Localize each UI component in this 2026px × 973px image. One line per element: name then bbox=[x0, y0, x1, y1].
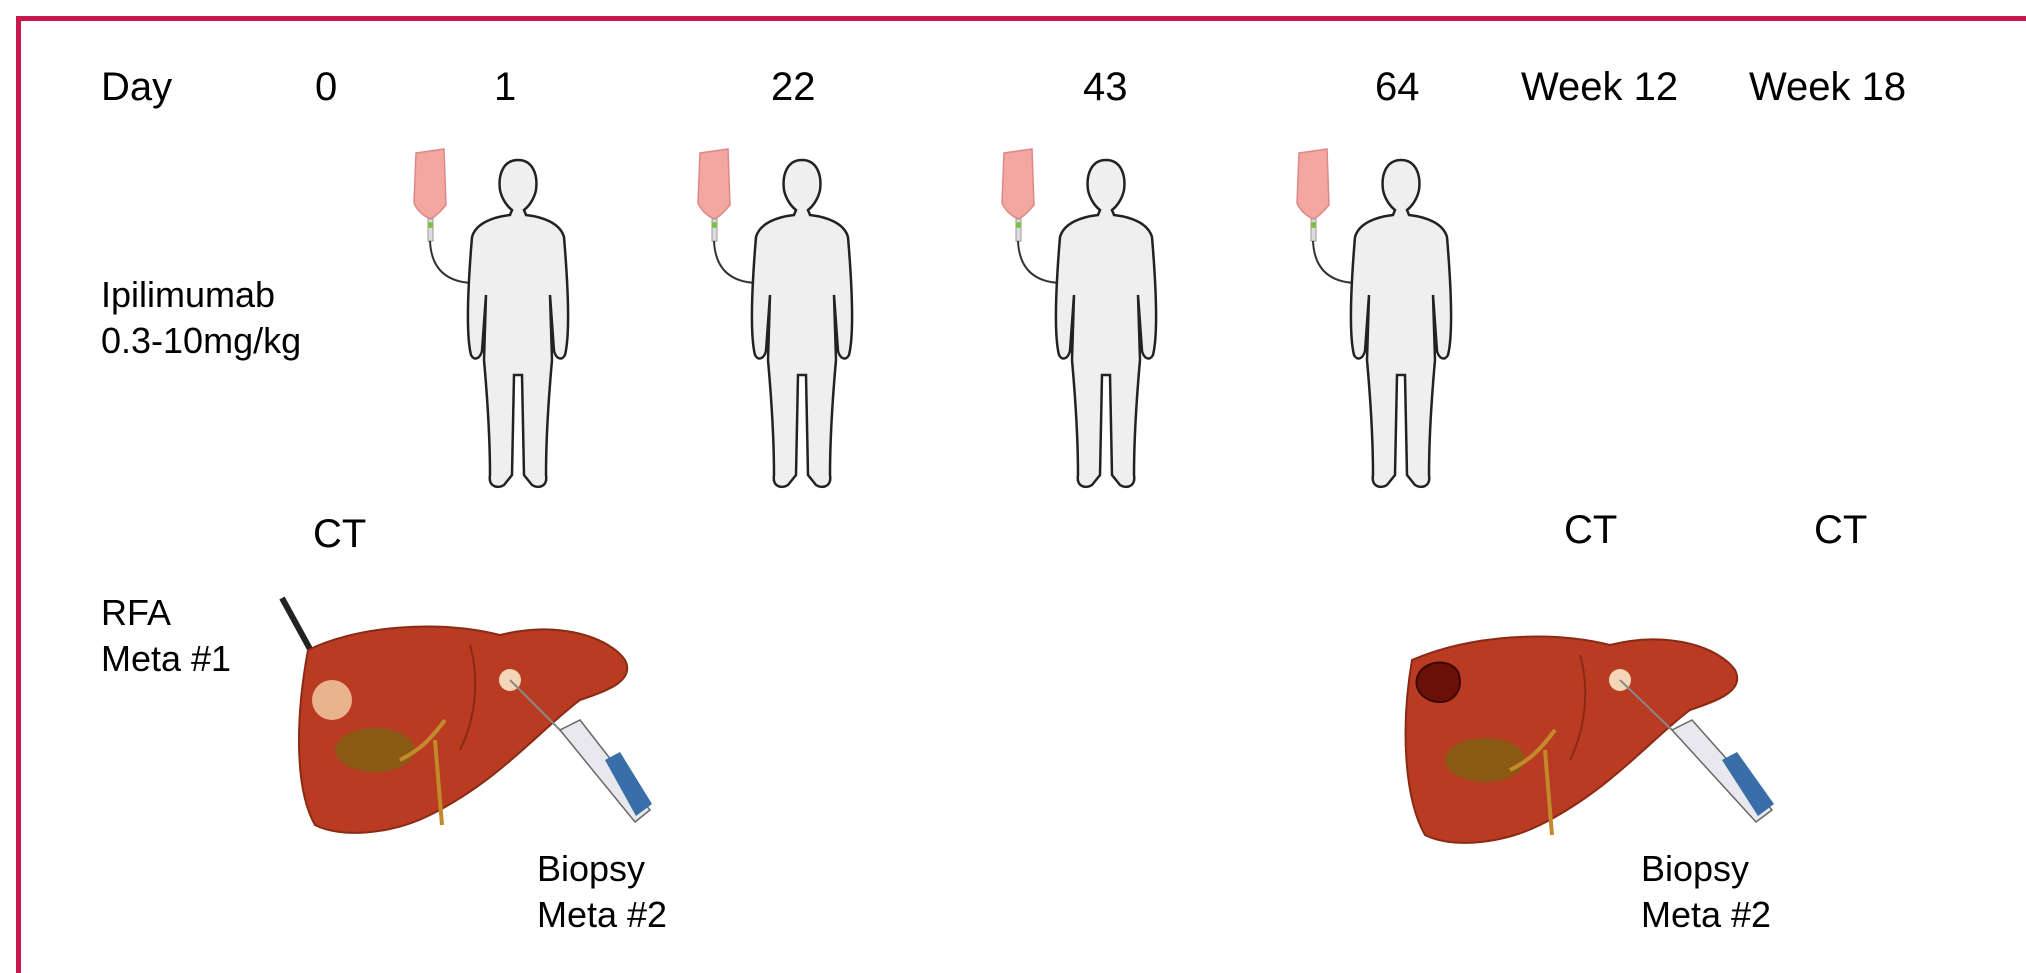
timepoint-week-18: Week 18 bbox=[1749, 63, 1906, 111]
infusion-figure-day-64 bbox=[1291, 145, 1491, 495]
day-label: Day bbox=[101, 63, 172, 111]
person-silhouette-icon bbox=[752, 160, 852, 487]
biopsy-meta-2-label-week-12: Biopsy Meta #2 bbox=[1641, 846, 1771, 938]
infusion-figure-day-22 bbox=[692, 145, 892, 495]
person-silhouette-icon bbox=[1056, 160, 1156, 487]
person-silhouette-icon bbox=[468, 160, 568, 487]
ct-scan-day-0: CT bbox=[313, 510, 366, 558]
timepoint-day-0: 0 bbox=[315, 63, 337, 111]
biopsy-needle-icon bbox=[510, 680, 652, 822]
timepoint-day-64: 64 bbox=[1375, 63, 1420, 111]
biopsy-meta-2-label-day-0: Biopsy Meta #2 bbox=[537, 846, 667, 938]
ct-scan-week-12: CT bbox=[1564, 506, 1617, 554]
liver-biopsy-week-12-figure bbox=[1400, 620, 1800, 860]
timepoint-day-43: 43 bbox=[1083, 63, 1128, 111]
timepoint-day-22: 22 bbox=[771, 63, 816, 111]
ct-scan-week-18: CT bbox=[1814, 506, 1867, 554]
infusion-figure-day-43 bbox=[996, 145, 1196, 495]
timepoint-day-1: 1 bbox=[494, 63, 516, 111]
person-silhouette-icon bbox=[1351, 160, 1451, 487]
rfa-meta-1-label: RFA Meta #1 bbox=[101, 590, 231, 682]
timepoint-week-12: Week 12 bbox=[1521, 63, 1678, 111]
ipilimumab-dose-label: Ipilimumab 0.3-10mg/kg bbox=[101, 272, 301, 364]
liver-rfa-biopsy-figure bbox=[270, 590, 670, 850]
infusion-figure-day-1 bbox=[408, 145, 608, 495]
